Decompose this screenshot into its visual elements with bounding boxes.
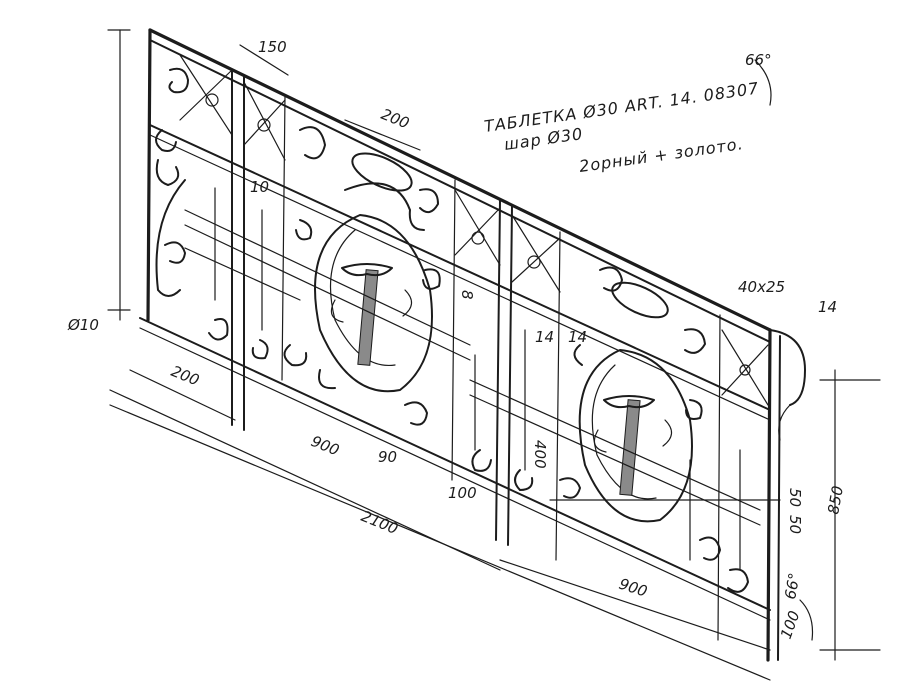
note-line-1: ТАБЛЕТКА Ø30 ART. 14. 08307 <box>483 79 761 136</box>
dim-rod-14-b: 14 <box>568 328 587 346</box>
ovals <box>351 152 669 319</box>
posts <box>146 28 781 662</box>
medallion-left <box>314 214 433 393</box>
dim-foot-90: 90 <box>378 448 397 466</box>
dim-spacing-50-a: 50 <box>786 488 804 507</box>
dim-gap-100-right: 100 <box>777 608 804 641</box>
dim-gap-100: 100 <box>448 484 477 502</box>
note-line-3: 2орный + золото. <box>578 134 745 176</box>
dim-post-width: 150 <box>258 38 287 56</box>
diameter-left-label: Ø10 <box>67 316 99 334</box>
dim-height-850: 850 <box>824 484 847 515</box>
dim-rod-8: 8 <box>458 290 476 300</box>
dim-rod-14-a: 14 <box>535 328 554 346</box>
scroll-ornaments <box>155 67 749 593</box>
annotations: ТАБЛЕТКА Ø30 ART. 14. 08307 шар Ø30 2орн… <box>67 38 847 641</box>
dim-segment-200: 200 <box>169 362 202 389</box>
medallion-right <box>578 349 693 523</box>
dim-cross-10: 10 <box>250 178 269 196</box>
dim-rod-400: 400 <box>531 440 549 469</box>
handrail-end-label: 14 <box>818 298 837 316</box>
dim-spacing-50-b: 50 <box>786 515 804 534</box>
cross-panels <box>179 54 769 406</box>
dim-oval-width: 200 <box>379 105 412 132</box>
dim-panel-900-right: 900 <box>617 575 650 601</box>
handrail <box>148 28 806 441</box>
dim-panel-900-left: 900 <box>309 432 342 459</box>
rods <box>184 187 781 571</box>
dim-total-2100: 2100 <box>359 507 401 538</box>
profile-label: 40x25 <box>738 278 785 296</box>
dimension-lines <box>107 29 881 681</box>
angle-bottom-label: 66° <box>781 571 803 600</box>
angle-top-label: 66° <box>745 51 772 69</box>
